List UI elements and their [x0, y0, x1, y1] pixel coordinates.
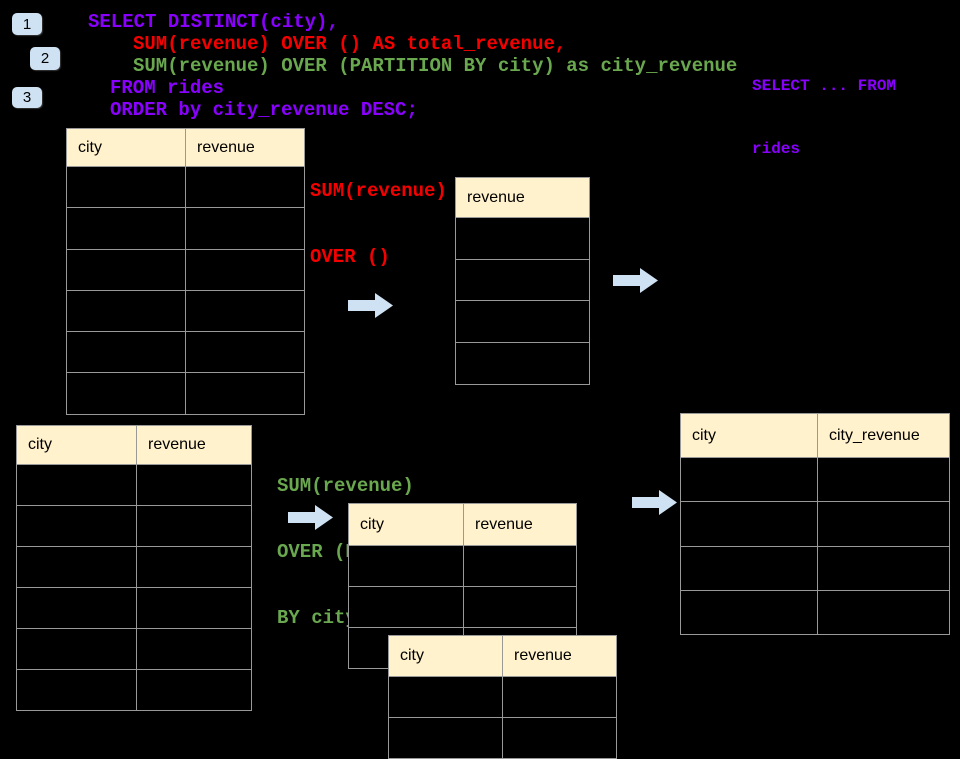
table-cell	[389, 677, 502, 717]
table-cell	[456, 343, 589, 384]
table-cell	[818, 546, 949, 590]
table-cell	[464, 587, 576, 627]
total-annotation-line-2: OVER ()	[310, 246, 390, 268]
sql-line-sum-partition: SUM(revenue) OVER (PARTITION BY city) as…	[133, 55, 738, 77]
table-cell	[464, 546, 576, 586]
table-cell	[186, 332, 304, 373]
partition-annotation-line-1: SUM(revenue)	[277, 475, 414, 497]
table-cell	[67, 373, 185, 414]
table-cell	[67, 332, 185, 373]
table-cell	[17, 670, 136, 710]
table-cell	[186, 373, 304, 414]
table-cell	[186, 208, 304, 249]
slide-canvas: { "colors": { "background": "#000000", "…	[12, 11, 950, 759]
table-cell	[818, 590, 949, 635]
table-cell	[17, 506, 136, 546]
table-cell	[17, 588, 136, 628]
step-badge-1: 1	[12, 13, 42, 35]
table-cell	[17, 465, 136, 505]
table-cell	[681, 590, 817, 635]
sql-line-order: ORDER by city_revenue DESC;	[110, 99, 418, 121]
table-cell	[456, 218, 589, 259]
table-cell	[67, 290, 185, 332]
right-arrow-icon	[288, 505, 333, 530]
table-header-cell: revenue	[464, 504, 576, 545]
table-cell	[681, 458, 817, 502]
table-header-cell: revenue	[137, 426, 251, 464]
table-final-result: city city_revenue	[680, 413, 950, 636]
table-header-cell: city	[389, 636, 502, 676]
sql-line-sum-over: SUM(revenue) OVER () AS total_revenue,	[133, 33, 567, 55]
sql-line-from: FROM rides	[110, 77, 225, 99]
right-arrow-icon	[632, 490, 677, 515]
side-code-line-1: SELECT ... FROM	[752, 77, 897, 95]
right-arrow-icon	[348, 293, 393, 318]
table-header-cell: city	[349, 504, 463, 545]
table-header-cell: city_revenue	[818, 414, 949, 457]
table-cell	[389, 718, 502, 758]
total-annotation-line-1: SUM(revenue)	[310, 180, 447, 202]
table-cell	[456, 259, 589, 301]
table-cell	[137, 629, 251, 669]
table-cell	[503, 677, 616, 717]
table-cell	[349, 546, 463, 586]
table-cell	[456, 301, 589, 343]
table-cell	[137, 465, 251, 505]
table-cell	[503, 718, 616, 758]
total-revenue-annotation: SUM(revenue) OVER ()	[310, 136, 447, 290]
table-cell	[818, 502, 949, 546]
table-cell	[818, 458, 949, 502]
table-header-cell: revenue	[503, 636, 616, 676]
table-total-result: revenue	[455, 177, 590, 385]
table-cell	[67, 167, 185, 208]
side-code-note: SELECT ... FROM rides	[752, 34, 896, 181]
table-cell	[186, 290, 304, 332]
table-cell	[681, 546, 817, 590]
table-cell	[137, 588, 251, 628]
table-header-cell: revenue	[186, 129, 304, 166]
table-header-cell: revenue	[456, 178, 589, 217]
sql-line-select: SELECT DISTINCT(city),	[88, 11, 339, 33]
table-cell	[349, 587, 463, 627]
table-cell	[137, 547, 251, 587]
table-cell	[17, 547, 136, 587]
table-cell	[186, 167, 304, 208]
table-cell	[186, 249, 304, 290]
table-cell	[67, 208, 185, 249]
table-partition-step-overlay: city revenue	[388, 635, 617, 759]
side-code-line-2: rides	[752, 140, 801, 158]
table-cell	[681, 502, 817, 546]
table-cell	[137, 670, 251, 710]
table-header-cell: city	[67, 129, 185, 166]
step-badge-2: 2	[30, 47, 60, 70]
table-cell	[137, 506, 251, 546]
right-arrow-icon	[613, 268, 658, 293]
step-badge-3: 3	[12, 87, 42, 108]
table-source-top: city revenue	[66, 128, 305, 415]
table-header-cell: city	[17, 426, 136, 464]
table-cell	[67, 249, 185, 290]
table-cell	[17, 629, 136, 669]
table-header-cell: city	[681, 414, 817, 457]
table-source-bottom: city revenue	[16, 425, 252, 711]
